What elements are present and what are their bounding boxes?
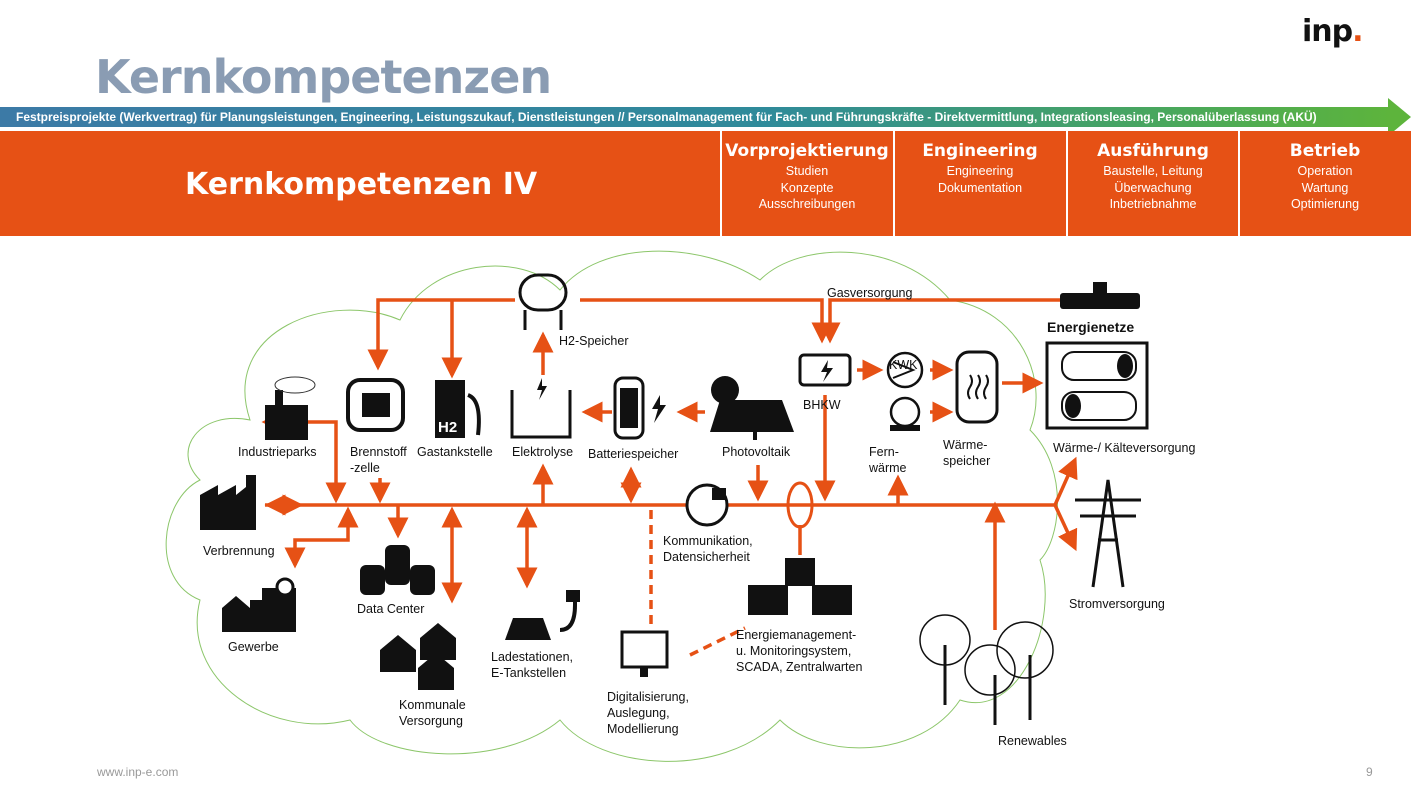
label-line: Fern- [869,445,899,459]
page-number: 9 [1366,765,1373,779]
energy-diagram: H2 [165,250,1149,762]
label-elektrolyse: Elektrolyse [512,445,574,459]
phase-line: Ausschreibungen [758,197,856,211]
incinerator-icon [200,475,256,530]
power-pylon-icon [1075,479,1141,588]
label-gasversorgung: Gasversorgung [827,286,913,300]
footer-url[interactable]: www.inp-e.com [97,765,179,779]
label-line: Energiemanagement- [736,628,857,642]
battery-icon [613,376,666,440]
label-line: -zelle [350,461,380,475]
svg-text:H2: H2 [438,419,457,436]
label-data-center: Data Center [357,602,425,616]
label-kwk: KWK [889,358,918,372]
fuel-cell-icon [346,378,405,432]
wind-turbines-icon [919,614,1054,725]
page-title: Kernkompetenzen [95,50,552,104]
label-h2-speicher: H2-Speicher [559,334,629,348]
phase-engineering: Engineering Engineering Dokumentation [893,131,1065,236]
label-industrieparks: Industrieparks [238,445,317,459]
label-digitalisierung: Digitalisierung, Auslegung, Modellierung [607,689,689,737]
engine-icon [798,353,852,387]
label-line: Modellierung [607,722,679,736]
label-fernwaerme: Fern-wärme [869,444,907,476]
inp-logo: inp. [1302,14,1364,49]
label-renewables: Renewables [998,734,1067,748]
label-gastankstelle: Gastankstelle [417,445,493,459]
phase-line: Baustelle, Leitung [1103,164,1203,178]
header-title: Kernkompetenzen IV [185,167,538,202]
label-energiemanagement: Energiemanagement-u. Monitoringsystem, SC… [736,627,862,675]
phase-line: Konzepte [780,180,834,195]
solar-panel-icon [710,376,794,440]
factory-icon [265,376,316,440]
label-line: speicher [943,454,991,468]
label-line: wärme [869,461,907,475]
phase-line: Inbetriebnahme [1109,197,1197,211]
label-bhkw: BHKW [803,398,841,412]
label-line: SCADA, Zentralwarten [736,660,863,674]
heat-exchanger-icon [886,351,924,389]
pipeline-icon [1060,282,1140,309]
heat-storage-icon [955,350,999,424]
monitoring-icon [748,558,852,615]
phase-line: Engineering [946,164,1014,178]
h2-fuel-station-icon: H2 [435,380,481,438]
phase-line: Operation [1297,164,1353,178]
icons: H2 [200,273,1149,725]
ev-charging-icon [505,590,580,640]
label-gewerbe: Gewerbe [228,640,279,654]
label-line: Datensicherheit [663,550,750,564]
label-line: Digitalisierung, [607,690,689,704]
phase-betrieb: Betrieb Operation Wartung Optimierung [1238,131,1410,236]
label-waermespeicher: Wärme-speicher [943,437,990,469]
label-line: E-Tankstellen [491,666,567,680]
connection-lines [261,298,1078,657]
digital-twin-icon [620,630,669,677]
heat-network-icon [1045,341,1149,430]
h2-tank-icon [518,273,568,330]
label-verbrennung: Verbrennung [203,544,275,558]
label-line: u. Monitoringsystem, [736,644,852,658]
label-kommunikation: Kommunikation, Datensicherheit [663,533,753,565]
phase-title: Engineering [922,141,1038,161]
data-center-icon [360,545,435,595]
label-line: Ladestationen, [491,650,574,664]
phase-line: Wartung [1301,180,1349,195]
phase-title: Betrieb [1289,141,1361,161]
turbine-icon [889,396,921,431]
banner-arrow-icon [1388,98,1411,136]
solar-houses-icon [380,623,456,690]
label-line: Kommunikation, [663,534,753,548]
label-brennstoffzelle: Brennstoff -zelle [350,444,407,476]
phase-line: Überwachung [1114,180,1192,195]
phase-ausfuehrung: Ausführung Baustelle, Leitung Überwachun… [1066,131,1238,236]
label-energienetze: Energienetze [1047,319,1135,335]
label-line: Brennstoff [350,445,407,459]
label-stromversorgung: Stromversorgung [1069,597,1165,611]
label-waerme-kaelte: Wärme-/ Kälteversorgung [1053,441,1196,455]
phase-title: Vorprojektierung [725,141,889,161]
label-line: Kommunale [399,698,466,712]
globe-lock-icon [685,483,729,527]
phase-line: Studien [785,164,829,178]
label-batteriespeicher: Batteriespeicher [588,447,679,461]
label-line: Auslegung, [607,706,670,720]
electrolysis-icon [510,378,572,439]
phase-line: Optimierung [1290,197,1360,211]
phase-vorprojektierung: Vorprojektierung Studien Konzepte Aussch… [720,131,892,236]
phase-title: Ausführung [1097,141,1209,161]
commercial-building-icon [222,577,296,632]
label-line: Wärme- [943,438,988,452]
label-photovoltaik: Photovoltaik [722,445,791,459]
label-ladestationen: Ladestationen, E-Tankstellen [491,649,573,681]
services-banner: Festpreisprojekte (Werkvertrag) für Plan… [0,107,1390,127]
header-bar: Kernkompetenzen IV Vorprojektierung Stud… [0,131,1411,236]
label-line: Versorgung [399,714,463,728]
phase-line: Dokumentation [937,180,1023,195]
